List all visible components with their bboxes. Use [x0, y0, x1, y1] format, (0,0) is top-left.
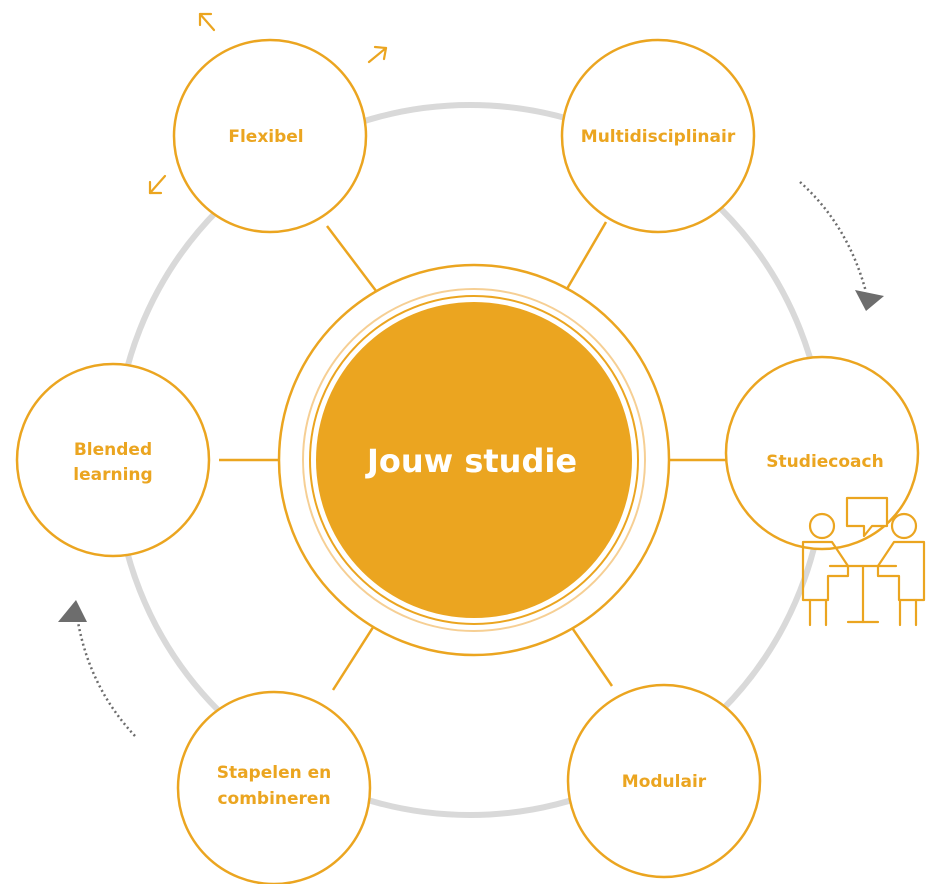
node-stapelen: Stapelen en combineren — [176, 690, 372, 884]
node-modulair: Modulair — [566, 683, 762, 879]
node-blended: Blended learning — [15, 362, 211, 558]
node-flexibel-label: Flexibel — [228, 127, 303, 147]
center-label: Jouw studie — [365, 442, 577, 480]
arrows-outward-icon — [148, 12, 388, 195]
node-blended-circle — [15, 362, 211, 558]
node-multidisciplinair-circle — [560, 38, 756, 234]
node-modulair-label: Modulair — [622, 772, 707, 792]
coaching-conversation-icon — [801, 496, 926, 627]
rotation-arrow-left-icon — [58, 600, 136, 737]
node-flexibel: Flexibel — [172, 38, 368, 234]
node-studiecoach-label: Studiecoach — [766, 452, 883, 472]
rotation-arrow-right-icon — [799, 181, 884, 311]
arrow-up-right-icon — [367, 45, 388, 64]
node-blended-label-line2: learning — [73, 465, 152, 485]
node-stapelen-label-line2: combineren — [217, 789, 330, 809]
arrow-down-left-icon — [148, 174, 167, 195]
node-blended-label-line1: Blended — [74, 440, 152, 460]
center-middle-ring — [302, 288, 646, 632]
node-multidisciplinair: Multidisciplinair — [560, 38, 756, 234]
node-modulair-circle — [566, 683, 762, 879]
arrow-up-left-icon — [198, 12, 216, 32]
center-inner-ring — [309, 295, 639, 625]
center-hub — [316, 302, 632, 618]
node-stapelen-label-line1: Stapelen en — [217, 763, 332, 783]
node-stapelen-circle — [176, 690, 372, 884]
node-flexibel-circle — [172, 38, 368, 234]
node-multidisciplinair-label: Multidisciplinair — [581, 127, 736, 147]
